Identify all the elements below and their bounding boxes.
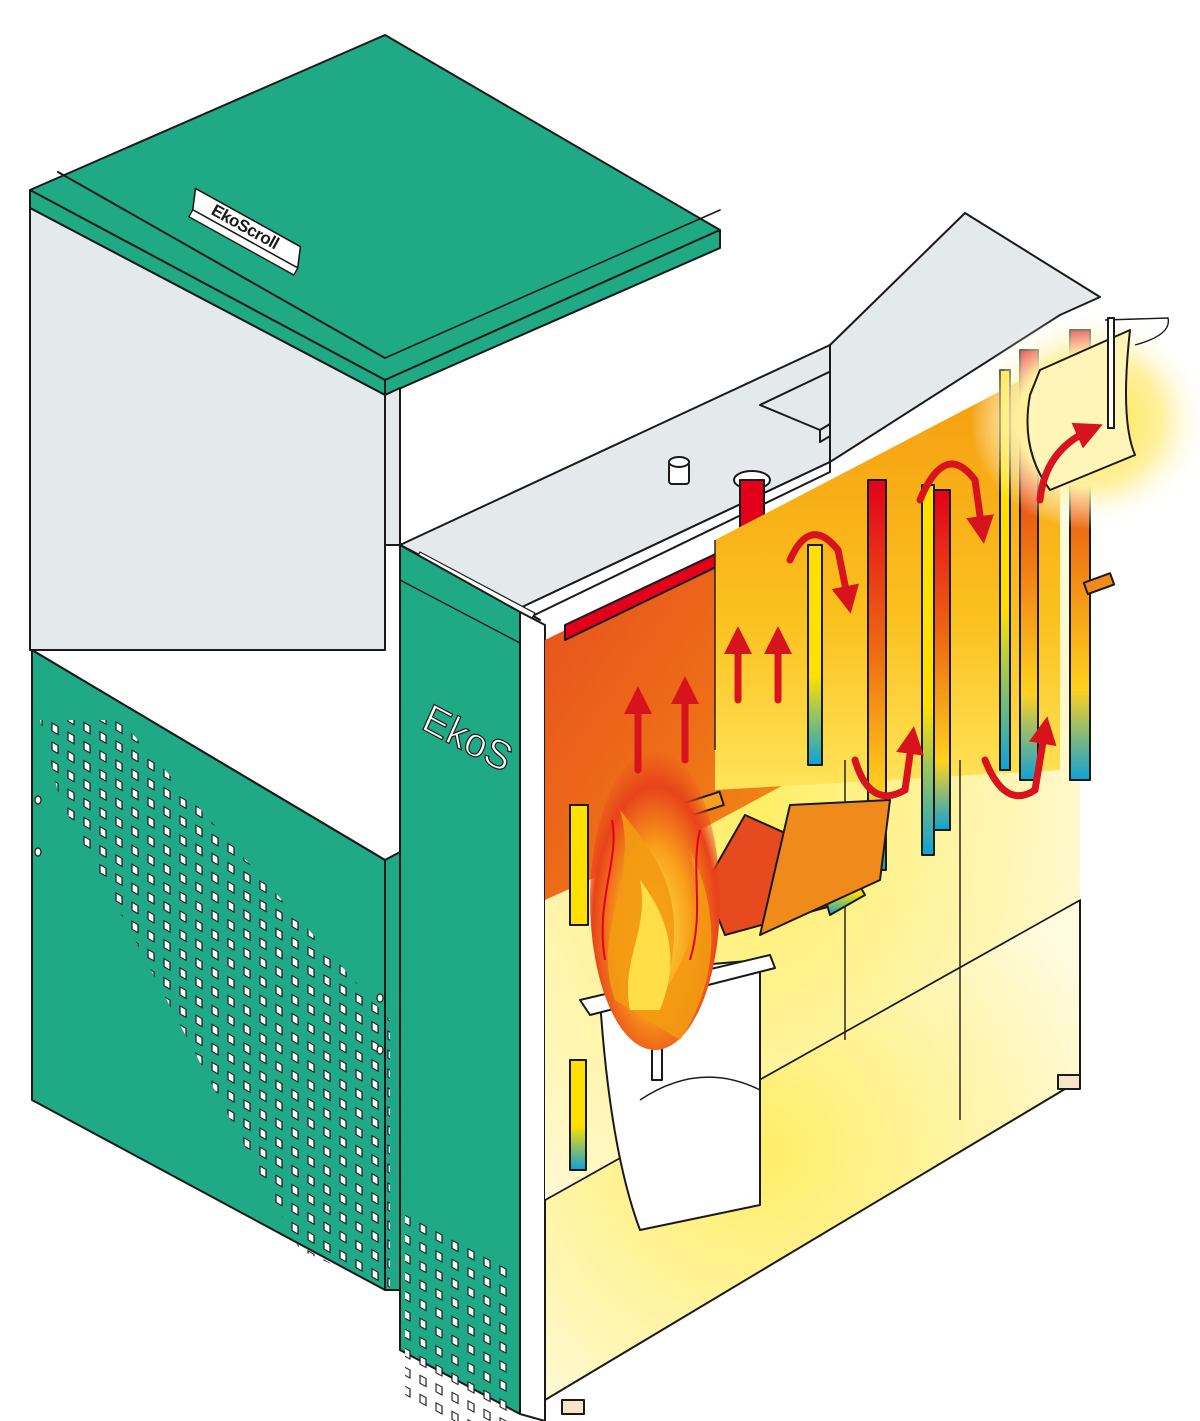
sensor-socket (668, 456, 690, 485)
flow-arrows (624, 422, 1103, 800)
arrow-turn-down-1 (786, 531, 859, 614)
arrow-exit (1036, 422, 1103, 504)
cutaway-interior (544, 329, 1091, 1401)
heat-exchanger-passes (715, 360, 1060, 790)
arrow-turn-up-1 (851, 726, 924, 800)
arrow-turn-down-2 (916, 460, 994, 544)
flame (590, 750, 720, 1050)
flue-outlet (970, 310, 1200, 596)
boiler-front-panel: EkoS (399, 544, 546, 1421)
arrow-turn-up-2 (981, 716, 1057, 800)
boiler-feet (561, 1074, 1081, 1415)
boiler-top (399, 212, 1101, 623)
